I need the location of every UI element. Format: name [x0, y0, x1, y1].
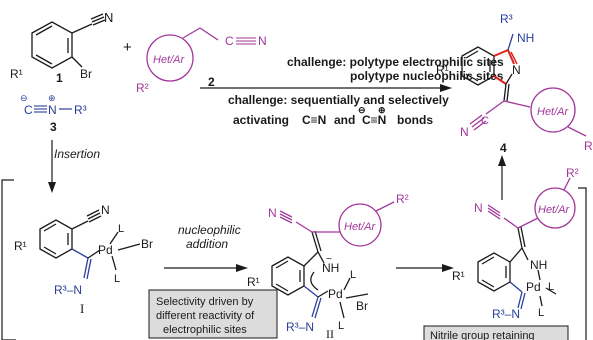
- int-iii-nh: NH: [530, 258, 547, 272]
- challenge-line-4-pre: activating: [233, 113, 289, 127]
- challenge-minus: ⊖: [358, 105, 366, 115]
- c3-r3: R³: [74, 103, 87, 117]
- selectivity-line-3: electrophilic sites: [163, 324, 247, 336]
- int-ii-minus: −: [326, 254, 332, 265]
- challenge-arrow-head: [440, 84, 452, 92]
- intermediate-i-label: I: [80, 301, 84, 316]
- intermediate-ii-label: II: [326, 327, 334, 340]
- c4-het-ar: Het/Ar: [537, 106, 570, 118]
- c2-het-ar: Het/Ar: [153, 54, 186, 66]
- c4-nitrile-n: N: [460, 125, 469, 139]
- selectivity-line-2: different reactivity of: [156, 310, 255, 322]
- challenge-cn-bond: C≡N: [302, 113, 326, 127]
- challenge-line-1: challenge: polytype electrophilic sites: [287, 55, 504, 69]
- int-i-nitrile-n: N: [101, 203, 110, 217]
- c3-c-atom: C: [24, 103, 33, 117]
- int-ii-ligand-bottom: L: [338, 320, 344, 332]
- int-iii-ligand-right: L: [548, 281, 554, 293]
- c4-r2: R²: [584, 139, 593, 153]
- intermediate-iii: [477, 177, 576, 310]
- compound-1: [31, 13, 106, 69]
- int-iii-het-ar: Het/Ar: [538, 204, 571, 216]
- selectivity-line-1: Selectivity driven by: [156, 296, 254, 308]
- insertion-arrow-head: [48, 182, 56, 193]
- int-i-r3: R³–N: [54, 283, 82, 297]
- int-iii-r1: R¹: [452, 269, 465, 283]
- c1-br-atom: Br: [80, 67, 92, 81]
- int-ii-nh: NH: [322, 261, 339, 275]
- nitrile-box: [423, 325, 569, 340]
- int-ii-r1: R¹: [247, 275, 260, 289]
- elimination-arrow-head: [498, 155, 506, 166]
- c4-n-atom: N: [512, 63, 521, 77]
- int-i-br: Br: [141, 237, 153, 251]
- int-i-ligand-top: L: [118, 223, 124, 235]
- compound-4-label: 4: [500, 141, 507, 155]
- c3-minus-charge: ⊖: [20, 93, 28, 103]
- challenge-plus: ⊕: [378, 105, 386, 115]
- c3-n-atom: N: [48, 103, 57, 117]
- int-iii-r3: R³–N: [492, 307, 520, 321]
- challenge-line-4-and: and: [334, 113, 355, 127]
- insertion-label: Insertion: [54, 147, 100, 161]
- nucleophilic-label: nucleophilic: [178, 223, 241, 237]
- int-ii-het-ar: Het/Ar: [344, 221, 377, 233]
- int-iii-nitrile-n: N: [474, 201, 483, 215]
- challenge-cn-ylide-bond: C≡N: [362, 113, 386, 127]
- compound-2: [146, 27, 256, 82]
- compound-3: [34, 105, 72, 113]
- int-iii-pd: Pd: [526, 280, 541, 294]
- c4-nh: NH: [517, 31, 534, 45]
- int-ii-pd: Pd: [328, 287, 343, 301]
- c2-c-atom: C: [225, 34, 234, 48]
- c1-n-atom: N: [104, 10, 113, 25]
- int-ii-ligand-top: L: [350, 269, 356, 281]
- challenge-line-2: polytype nucleophilic sites: [350, 69, 504, 83]
- int-i-pd: Pd: [98, 243, 113, 257]
- c4-nitrile-c: C: [481, 115, 489, 127]
- compound-4: [461, 33, 587, 137]
- int-i-ligand-bottom: L: [114, 273, 120, 285]
- int-ii-br: Br: [356, 299, 368, 313]
- int-ii-r3: R³–N: [286, 320, 314, 334]
- cyclization-arrow-head: [442, 264, 454, 272]
- c3-plus-charge: ⊕: [48, 93, 56, 103]
- compound-2-label: 2: [208, 75, 215, 89]
- int-ii-nitrile-n: N: [268, 206, 277, 220]
- challenge-line-4-post: bonds: [397, 113, 433, 127]
- plus-sign: +: [123, 39, 132, 56]
- c4-r1: R¹: [436, 63, 449, 77]
- c2-r2: R²: [136, 81, 149, 95]
- nucleophilic-arrow-head: [236, 264, 248, 272]
- c1-r1: R¹: [10, 67, 23, 81]
- int-i-r1: R¹: [14, 239, 27, 253]
- intermediate-ii: [271, 201, 395, 319]
- addition-label: addition: [186, 237, 228, 251]
- int-iii-r2: R²: [566, 166, 579, 180]
- catalytic-cycle-frame: [1, 179, 587, 340]
- intermediate-i: [39, 209, 141, 280]
- compound-3-label: 3: [50, 120, 57, 134]
- int-iii-ligand-bottom: L: [538, 307, 544, 319]
- c2-n-atom: N: [258, 34, 267, 48]
- int-ii-r2: R²: [396, 192, 409, 206]
- selectivity-box: [148, 289, 278, 339]
- challenge-line-3: challenge: sequentially and selectively: [228, 93, 449, 107]
- c4-r3: R³: [500, 12, 513, 26]
- compound-1-label: 1: [56, 71, 63, 85]
- nitrile-box-text: Nitrile group retaining: [430, 330, 535, 340]
